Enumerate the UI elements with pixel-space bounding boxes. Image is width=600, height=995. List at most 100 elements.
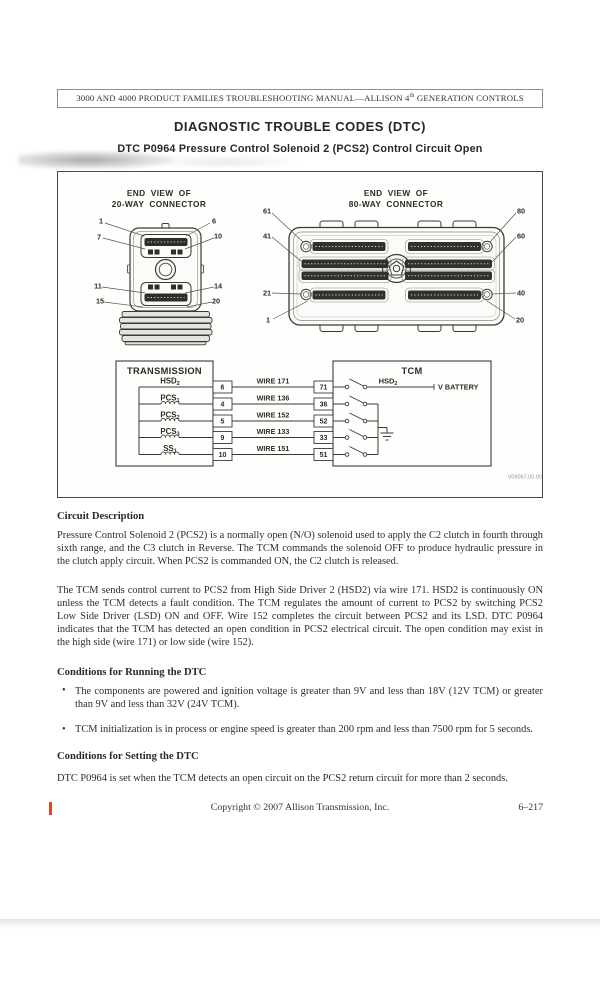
- callout-label: 20: [212, 297, 220, 306]
- connector20-center-hole-inner: [158, 262, 173, 277]
- connector80-corner-hole: [481, 288, 493, 301]
- switch-contact: [344, 418, 350, 424]
- connector20-pin-pad: [171, 284, 176, 290]
- callout-leader: [491, 292, 517, 295]
- device-label: PCS1: [160, 394, 179, 405]
- callout-leader: [103, 301, 144, 308]
- v-battery-label: V BATTERY: [438, 383, 479, 392]
- connector80-body-inner2: [296, 235, 497, 318]
- device-label: HSD2: [160, 377, 180, 388]
- pin-number: 9: [221, 435, 225, 442]
- callout-leader: [271, 236, 302, 262]
- connector80-pin-strip-frame: [402, 268, 495, 283]
- tcm-box: [332, 360, 492, 467]
- connector20-pin-pad: [154, 249, 160, 255]
- transmission-label: TRANSMISSION: [127, 366, 202, 376]
- connector20-title-line1: END VIEW OF: [127, 188, 191, 198]
- page-title: DIAGNOSTIC TROUBLE CODES (DTC): [174, 119, 426, 134]
- callout-leader: [186, 301, 213, 308]
- callout-label: 20: [516, 316, 524, 325]
- connector80-corner-hole-inner: [302, 291, 310, 298]
- switch-contact: [344, 401, 350, 407]
- connector80-pin-strip-frame: [298, 268, 392, 283]
- coil-symbol: [160, 434, 180, 438]
- pin-number: 51: [320, 452, 328, 459]
- callout-leader: [102, 237, 146, 250]
- banner-superscript: th: [409, 93, 415, 100]
- connector20-pin-strip: [144, 238, 188, 246]
- banner-text: 3000 AND 4000 PRODUCT FAMILIES TROUBLESH…: [76, 93, 410, 103]
- switch-contact: [362, 435, 368, 440]
- connector20-pin-pad: [171, 249, 176, 255]
- callout-leader: [185, 222, 211, 237]
- scan-smudge-faint: [150, 156, 300, 168]
- callout-label: 41: [263, 232, 271, 241]
- pin-number: 36: [320, 402, 328, 409]
- circuit-description-paragraph-2: The TCM sends control current to PCS2 fr…: [57, 584, 543, 649]
- connector20-pin-pad: [148, 249, 153, 255]
- connector80-corner-hole-inner: [483, 291, 491, 298]
- callout-label: 21: [263, 289, 271, 298]
- device-label: SS1: [163, 444, 177, 455]
- switch-contact: [362, 452, 368, 457]
- setting-condition-paragraph: DTC P0964 is set when the TCM detects an…: [57, 773, 508, 785]
- connector20-pin-window-top: [140, 234, 192, 258]
- switch-contact: [344, 452, 350, 457]
- wire-label: WIRE 133: [257, 427, 290, 436]
- callout-leader: [272, 300, 309, 320]
- callout-leader: [271, 292, 302, 295]
- pin-number: 33: [320, 435, 328, 442]
- switch-blade: [349, 412, 364, 421]
- connector-wiring-diagram: END VIEW OF 20-WAY CONNECTOR END VIEW OF…: [94, 188, 542, 481]
- diagram-figure: END VIEW OF 20-WAY CONNECTOR END VIEW OF…: [57, 171, 543, 498]
- wire-label: WIRE 171: [257, 377, 290, 386]
- callout-leader: [491, 236, 517, 263]
- connector20-pin-pad: [154, 284, 160, 290]
- wire-label: WIRE 152: [257, 411, 290, 420]
- pin-number: 4: [221, 402, 225, 409]
- callout-label: 10: [214, 232, 222, 241]
- callout-label: 14: [214, 282, 223, 291]
- switch-contact: [344, 384, 350, 390]
- connector80-corner-hole-inner: [483, 243, 491, 250]
- connector20-pin-strip: [144, 293, 188, 302]
- connector80-corner-hole: [300, 240, 312, 253]
- callout-leader: [271, 212, 304, 243]
- connector80-pin-strip-frame: [298, 256, 392, 271]
- callout-label: 61: [263, 207, 271, 216]
- coil-symbol: [160, 451, 180, 455]
- pin-number: 71: [320, 385, 328, 392]
- header-banner: 3000 AND 4000 PRODUCT FAMILIES TROUBLESH…: [57, 89, 543, 108]
- connector20-center-hole: [154, 258, 177, 281]
- callout-label: 40: [517, 289, 525, 298]
- connector20-rib: [119, 329, 213, 336]
- connector20-drawing: [119, 223, 213, 346]
- connector80-center-ring: [386, 258, 407, 279]
- connector80-center-pin: [392, 264, 401, 273]
- callout-label: 1: [266, 316, 270, 325]
- pin-number: 5: [221, 419, 225, 426]
- heading-conditions-setting: Conditions for Setting the DTC: [57, 751, 199, 763]
- page-number: 6–217: [518, 802, 543, 814]
- connector80-title-line2: 80-WAY CONNECTOR: [349, 199, 444, 209]
- device-label: PCS2: [160, 411, 179, 422]
- connector80-pin-strip-frame: [309, 239, 389, 254]
- connector20-rib: [119, 317, 213, 324]
- running-condition-text: TCM initialization is in process or engi…: [75, 724, 533, 736]
- heading-conditions-running: Conditions for Running the DTC: [57, 666, 207, 678]
- connector20-pin-pad: [148, 284, 153, 290]
- callout-label: 15: [96, 297, 104, 306]
- circuit-description-paragraph-1: Pressure Control Solenoid 2 (PCS2) is a …: [57, 530, 543, 568]
- pin-number: 10: [219, 452, 227, 459]
- connector80-corner-hole-inner: [302, 243, 310, 250]
- schematic: TRANSMISSION TCM: [115, 360, 492, 467]
- connector20-rib-lip: [124, 341, 207, 346]
- callout-leader: [104, 222, 145, 237]
- connector20-title-line2: 20-WAY CONNECTOR: [112, 199, 207, 209]
- heading-circuit-description: Circuit Description: [57, 511, 145, 522]
- switch-blade: [349, 446, 364, 454]
- connector80-corner-hole: [300, 288, 312, 301]
- pin-number: 52: [320, 419, 328, 426]
- banner-text-tail: GENERATION CONTROLS: [414, 93, 524, 103]
- connector20-rib: [120, 323, 212, 330]
